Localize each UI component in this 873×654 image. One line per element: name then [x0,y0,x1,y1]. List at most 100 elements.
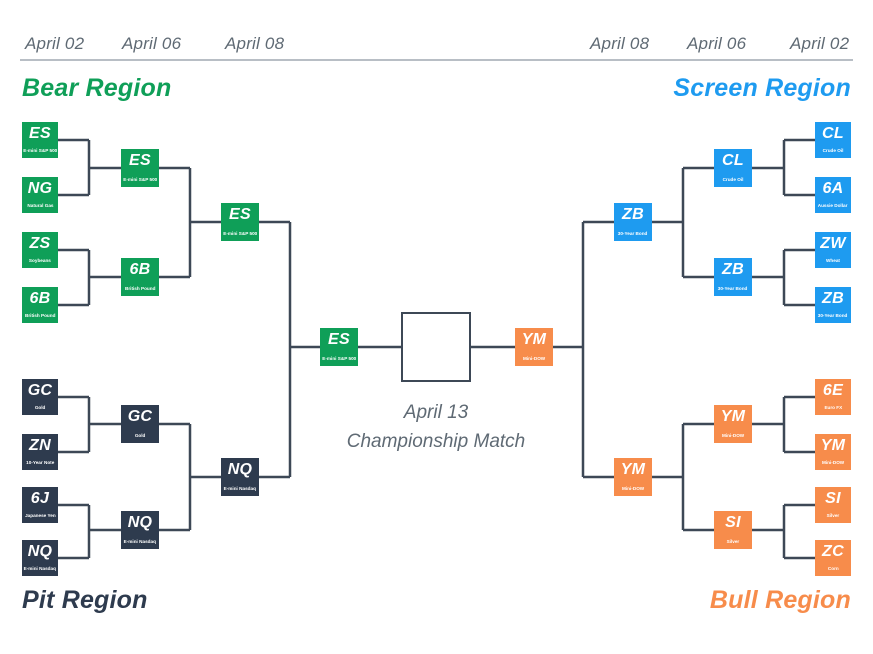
bracket-cell-6b: 6B British Pound [22,287,58,323]
cell-symbol: SI [725,514,741,531]
bracket-cell-finalist-right: YM Mini-DOW [515,328,553,366]
cell-symbol: 6E [822,382,844,399]
cell-contract-name: Mini-DOW [821,459,845,465]
cell-symbol: 6B [29,290,51,307]
bracket-cell-ym-r3: YM Mini-DOW [614,458,652,496]
cell-symbol: ES [229,206,251,223]
bracket-cell-6b-r2: 6B British Pound [121,258,159,296]
championship-date: April 13 [403,402,469,423]
cell-contract-name: Natural Gas [26,202,54,208]
cell-symbol: YM [820,437,846,454]
cell-symbol: ES [29,125,51,142]
cell-symbol: NQ [227,461,253,478]
bracket-cell-si-r2: SI Silver [714,511,752,549]
cell-symbol: YM [521,331,547,348]
cell-symbol: NG [27,180,53,197]
cell-symbol: ZB [722,261,744,278]
championship-caption: April 13 Championship Match [316,398,556,457]
bracket-cell-si: SI Silver [815,487,851,523]
cell-contract-name: Mini-DOW [621,485,645,491]
cell-symbol: NQ [27,543,53,560]
cell-contract-name: British Pound [24,312,56,318]
cell-contract-name: 30-Year Bond [718,285,748,291]
cell-contract-name: Silver [726,538,740,544]
cell-contract-name: E-mini S&P 500 [123,176,157,182]
date-label: April 08 [590,34,650,53]
bracket-cell-zb-r3: ZB 30-Year Bond [614,203,652,241]
bracket-cell-cl: CL Crude Oil [815,122,851,158]
cell-contract-name: Mini-DOW [522,355,546,361]
bracket-cell-nq-r2: NQ E-mini Nasdaq [121,511,159,549]
cell-symbol: YM [720,408,746,425]
date-label: April 08 [225,34,285,53]
cell-symbol: ES [328,331,350,348]
bracket-cell-finalist-left: ES E-mini S&P 500 [320,328,358,366]
bracket-cell-es: ES E-mini S&P 500 [22,122,58,158]
cell-contract-name: E-mini S&P 500 [223,230,257,236]
cell-contract-name: Crude Oil [722,176,744,182]
cell-contract-name: Japanese Yen [24,512,56,518]
championship-label: Championship Match [346,431,526,453]
bear-region-title: Bear Region [22,74,172,102]
cell-contract-name: E-mini S&P 500 [322,355,356,361]
cell-symbol: ES [129,152,151,169]
bracket-cell-cl-r2: CL Crude Oil [714,149,752,187]
cell-contract-name: Gold [134,432,146,438]
cell-contract-name: 10-Year Note [25,459,55,465]
header-divider [20,59,853,61]
cell-contract-name: Aussie Dollar [818,202,848,208]
bracket-cell-zb: ZB 30-Year Bond [815,287,851,323]
cell-symbol: GC [127,408,153,425]
cell-symbol: SI [825,490,841,507]
cell-contract-name: Silver [826,512,840,518]
bracket-cell-gc-r2: GC Gold [121,405,159,443]
cell-symbol: NQ [127,514,153,531]
cell-symbol: 6J [30,490,50,507]
cell-symbol: ZB [822,290,844,307]
cell-contract-name: Euro FX [824,404,842,410]
cell-contract-name: Wheat [826,257,840,263]
cell-contract-name: Crude Oil [822,147,844,153]
championship-winner-box [401,312,471,382]
bracket-cell-6j: 6J Japanese Yen [22,487,58,523]
bracket-cell-zs: ZS Soybeans [22,232,58,268]
bracket-cell-nq-r3: NQ E-mini Nasdaq [221,458,259,496]
bracket-cell-nq: NQ E-mini Nasdaq [22,540,58,576]
cell-contract-name: British Pound [124,285,156,291]
cell-contract-name: E-mini Nasdaq [223,485,257,491]
cell-symbol: 6B [129,261,151,278]
cell-symbol: CL [822,125,844,142]
cell-symbol: ZN [29,437,51,454]
cell-contract-name: Gold [34,404,46,410]
cell-contract-name: Soybeans [29,257,51,263]
cell-symbol: ZC [822,543,844,560]
date-label: April 02 [790,34,850,53]
cell-symbol: GC [27,382,53,399]
bracket-cell-ng: NG Natural Gas [22,177,58,213]
screen-region-title: Screen Region [673,74,851,102]
cell-contract-name: E-mini Nasdaq [123,538,157,544]
bracket-cell-zb-r2: ZB 30-Year Bond [714,258,752,296]
cell-symbol: ZW [820,235,846,252]
cell-contract-name: E-mini Nasdaq [23,565,57,571]
date-label: April 02 [25,34,85,53]
cell-symbol: 6A [822,180,844,197]
cell-symbol: ZS [29,235,51,252]
cell-contract-name: E-mini S&P 500 [23,147,57,153]
bracket-cell-es-r2: ES E-mini S&P 500 [121,149,159,187]
bracket-cell-6e: 6E Euro FX [815,379,851,415]
cell-symbol: CL [722,152,744,169]
bull-region-title: Bull Region [709,586,851,614]
bracket-cell-zc: ZC Corn [815,540,851,576]
cell-contract-name: 30-Year Bond [818,312,848,318]
bracket-cell-6a: 6A Aussie Dollar [815,177,851,213]
cell-symbol: ZB [622,206,644,223]
bracket-cell-ym-r2: YM Mini-DOW [714,405,752,443]
bracket-cell-gc: GC Gold [22,379,58,415]
pit-region-title: Pit Region [22,586,148,614]
date-label: April 06 [687,34,747,53]
date-label: April 06 [122,34,182,53]
cell-contract-name: 30-Year Bond [618,230,648,236]
bracket-cell-ym: YM Mini-DOW [815,434,851,470]
